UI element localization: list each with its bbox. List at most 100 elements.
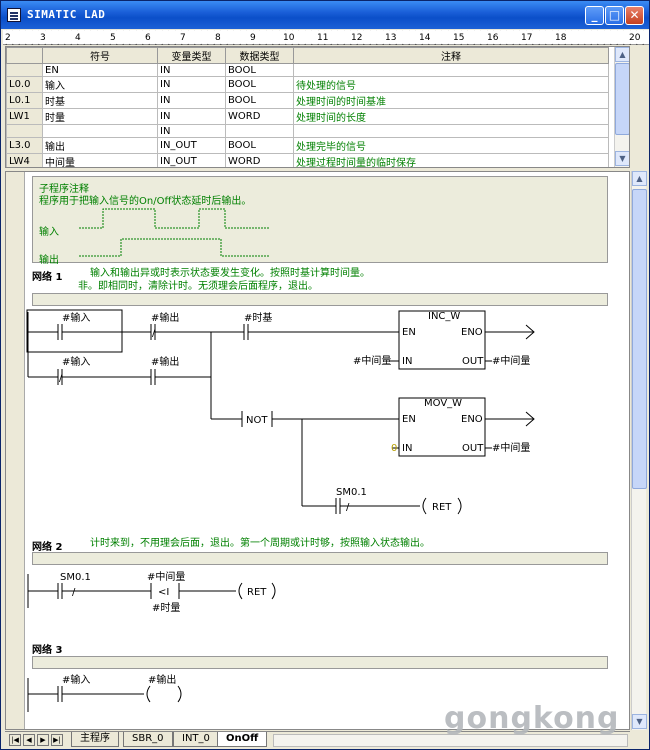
contact-timebase-label[interactable]: #时基: [244, 311, 272, 324]
contact-input-nc-label[interactable]: #输入: [62, 355, 90, 368]
row-symbol[interactable]: [42, 124, 158, 138]
contact-output-label[interactable]: #输出: [151, 355, 179, 368]
row-symbol[interactable]: 输出: [42, 137, 158, 154]
not-instruction[interactable]: NOT: [246, 415, 268, 426]
network-3-comment-bar[interactable]: [32, 656, 608, 669]
last-tab-icon[interactable]: ▶|: [51, 734, 63, 746]
tab-main[interactable]: 主程序: [71, 732, 119, 747]
timing-output-label: 输出: [39, 255, 59, 266]
editor-horizontal-scrollbar[interactable]: [273, 734, 628, 747]
row-var-type[interactable]: IN: [157, 76, 226, 93]
row-data-type[interactable]: BOOL: [225, 63, 294, 77]
table-row[interactable]: L0.1 时基 IN BOOL 处理时间的时间基准: [6, 92, 609, 109]
local-variable-table[interactable]: 符号 变量类型 数据类型 注释 EN IN BOOL L0.0 输入 IN: [5, 46, 630, 168]
row-comment[interactable]: 处理时间的长度: [293, 108, 609, 125]
row-comment[interactable]: 处理过程时间量的临时保存: [293, 153, 609, 167]
row-data-type[interactable]: WORD: [225, 108, 294, 125]
inc-w-out-operand[interactable]: #中间量: [492, 354, 530, 367]
close-button[interactable]: ✕: [625, 6, 644, 25]
header-comment[interactable]: 注释: [293, 47, 609, 64]
row-var-type[interactable]: IN: [157, 108, 226, 125]
row-var-type[interactable]: IN: [157, 92, 226, 109]
compare-bottom-operand[interactable]: #时量: [152, 602, 180, 614]
contact-output-nc-label[interactable]: #输出: [151, 311, 179, 324]
row-data-type[interactable]: BOOL: [225, 76, 294, 93]
row-data-type[interactable]: BOOL: [225, 137, 294, 154]
tab-sbr0[interactable]: SBR_0: [123, 732, 173, 747]
row-symbol[interactable]: EN: [42, 63, 158, 77]
row-symbol[interactable]: 时基: [42, 92, 158, 109]
row-symbol[interactable]: 中间量: [42, 153, 158, 167]
row-address: LW4: [6, 153, 43, 167]
tab-onoff[interactable]: OnOff: [217, 732, 268, 747]
header-data-type[interactable]: 数据类型: [225, 47, 294, 64]
row-var-type[interactable]: IN_OUT: [157, 153, 226, 167]
tab-int0[interactable]: INT_0: [173, 732, 219, 747]
title-bar[interactable]: SIMATIC LAD _ □ ✕: [1, 1, 649, 29]
mov-w-in: IN: [402, 443, 412, 454]
row-symbol[interactable]: 输入: [42, 76, 158, 93]
ladder-diagram[interactable]: #输入 #输出 / #时基 INC_W EN ENO IN OUT #中间量 #…: [6, 172, 630, 730]
row-data-type[interactable]: BOOL: [225, 92, 294, 109]
subroutine-comment[interactable]: 子程序注释 程序用于把输入信号的On/Off状态延时后输出。 输入 输出: [32, 176, 608, 266]
table-row[interactable]: L3.0 输出 IN_OUT BOOL 处理完毕的信号: [6, 137, 609, 154]
row-comment[interactable]: 处理完毕的信号: [293, 137, 609, 154]
row-data-type[interactable]: WORD: [225, 153, 294, 167]
n2-ret-coil-label[interactable]: RET: [247, 587, 267, 598]
scroll-thumb[interactable]: [632, 189, 647, 489]
scroll-up-arrow-icon[interactable]: ▲: [632, 171, 647, 186]
table-row[interactable]: IN: [6, 124, 609, 138]
network-2-title[interactable]: 网络 2: [32, 542, 63, 553]
table-row[interactable]: LW4 中间量 IN_OUT WORD 处理过程时间量的临时保存: [6, 153, 609, 167]
network-3-title[interactable]: 网络 3: [32, 645, 63, 656]
next-tab-icon[interactable]: ▶: [37, 734, 49, 746]
minimize-button[interactable]: _: [585, 6, 604, 25]
mov-w-out-operand[interactable]: #中间量: [492, 441, 530, 454]
n2-contact-sm01-label[interactable]: SM0.1: [60, 572, 91, 583]
header-var-type[interactable]: 变量类型: [157, 47, 226, 64]
network-1-comment-bar[interactable]: [32, 293, 608, 306]
ruler-label: 8: [215, 33, 221, 43]
mov-w-in-operand[interactable]: 0: [391, 443, 397, 454]
nc-slash: /: [152, 328, 156, 339]
row-symbol[interactable]: 时量: [42, 108, 158, 125]
network-1-comment-line1: 输入和输出异或时表示状态要发生变化。按照时基计算时间量。: [90, 268, 370, 279]
table-vertical-scrollbar[interactable]: ▲ ▼: [614, 47, 629, 167]
ruler-label: 2: [5, 33, 11, 43]
row-comment[interactable]: [293, 124, 609, 138]
header-symbol[interactable]: 符号: [42, 47, 158, 64]
first-tab-icon[interactable]: |◀: [9, 734, 21, 746]
network-2-comment-bar[interactable]: [32, 552, 608, 565]
editor-vertical-scrollbar[interactable]: ▲ ▼: [631, 171, 647, 730]
contact-sm01-label[interactable]: SM0.1: [336, 487, 367, 498]
ruler-label: 16: [487, 33, 499, 43]
scroll-down-arrow-icon[interactable]: ▼: [632, 714, 647, 729]
table-row[interactable]: EN IN BOOL: [6, 63, 609, 77]
table-row[interactable]: LW1 时量 IN WORD 处理时间的长度: [6, 108, 609, 125]
n3-coil-output-label[interactable]: #输出: [148, 673, 176, 686]
scroll-up-arrow-icon[interactable]: ▲: [615, 47, 629, 62]
maximize-button[interactable]: □: [605, 6, 624, 25]
mov-w-eno: ENO: [461, 414, 483, 425]
row-var-type[interactable]: IN_OUT: [157, 137, 226, 154]
table-row[interactable]: L0.0 输入 IN BOOL 待处理的信号: [6, 76, 609, 93]
compare-top-operand[interactable]: #中间量: [147, 570, 185, 583]
ruler-dots: [3, 30, 649, 45]
row-comment[interactable]: 处理时间的时间基准: [293, 92, 609, 109]
ruler-label: 18: [555, 33, 567, 43]
scroll-down-arrow-icon[interactable]: ▼: [615, 151, 629, 166]
ret-coil-label[interactable]: RET: [432, 502, 452, 513]
contact-input-label[interactable]: #输入: [62, 311, 90, 324]
prev-tab-icon[interactable]: ◀: [23, 734, 35, 746]
scroll-thumb[interactable]: [615, 63, 629, 135]
inc-w-in-operand[interactable]: #中间量: [353, 354, 391, 367]
network-1-title[interactable]: 网络 1: [32, 272, 63, 283]
n3-contact-input-label[interactable]: #输入: [62, 673, 90, 686]
row-data-type[interactable]: [225, 124, 294, 138]
row-var-type[interactable]: IN: [157, 124, 226, 138]
ladder-editor[interactable]: 子程序注释 程序用于把输入信号的On/Off状态延时后输出。 输入 输出 网络 …: [5, 171, 630, 730]
row-comment[interactable]: 待处理的信号: [293, 76, 609, 93]
row-comment[interactable]: [293, 63, 609, 77]
row-var-type[interactable]: IN: [157, 63, 226, 77]
